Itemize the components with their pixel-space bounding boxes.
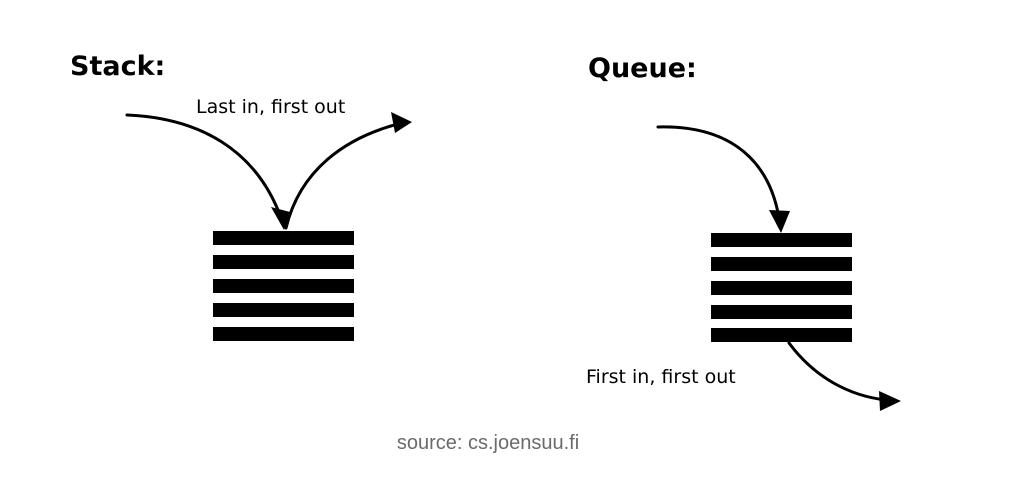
stack-panel: Stack: Last in, first out	[70, 51, 412, 341]
stack-bar	[213, 303, 354, 317]
queue-dequeue-arrow	[787, 341, 888, 402]
stack-pop-arrow	[284, 122, 400, 230]
stack-push-arrow	[125, 113, 282, 217]
stack-bar	[213, 279, 354, 293]
stack-bar	[213, 231, 354, 245]
stack-push-arrowhead	[271, 207, 290, 230]
queue-bar	[711, 305, 852, 319]
queue-panel: Queue: First in, first out	[586, 53, 901, 411]
queue-bar	[711, 257, 852, 271]
queue-label: First in, first out	[586, 366, 736, 388]
queue-bar	[711, 328, 852, 342]
queue-bars	[711, 233, 852, 342]
stack-label: Last in, first out	[196, 96, 345, 118]
queue-enqueue-arrowhead	[769, 210, 790, 233]
stack-bar	[213, 327, 354, 341]
stack-bars	[213, 231, 354, 341]
queue-bar	[711, 281, 852, 295]
stack-title: Stack:	[70, 51, 165, 82]
queue-dequeue-arrowhead	[879, 391, 901, 411]
queue-enqueue-arrow	[656, 125, 781, 220]
stack-bar	[213, 255, 354, 269]
queue-bar	[711, 233, 852, 247]
source-caption: source: cs.joensuu.fi	[397, 432, 579, 454]
queue-title: Queue:	[588, 53, 697, 84]
stack-pop-arrowhead	[391, 112, 412, 133]
